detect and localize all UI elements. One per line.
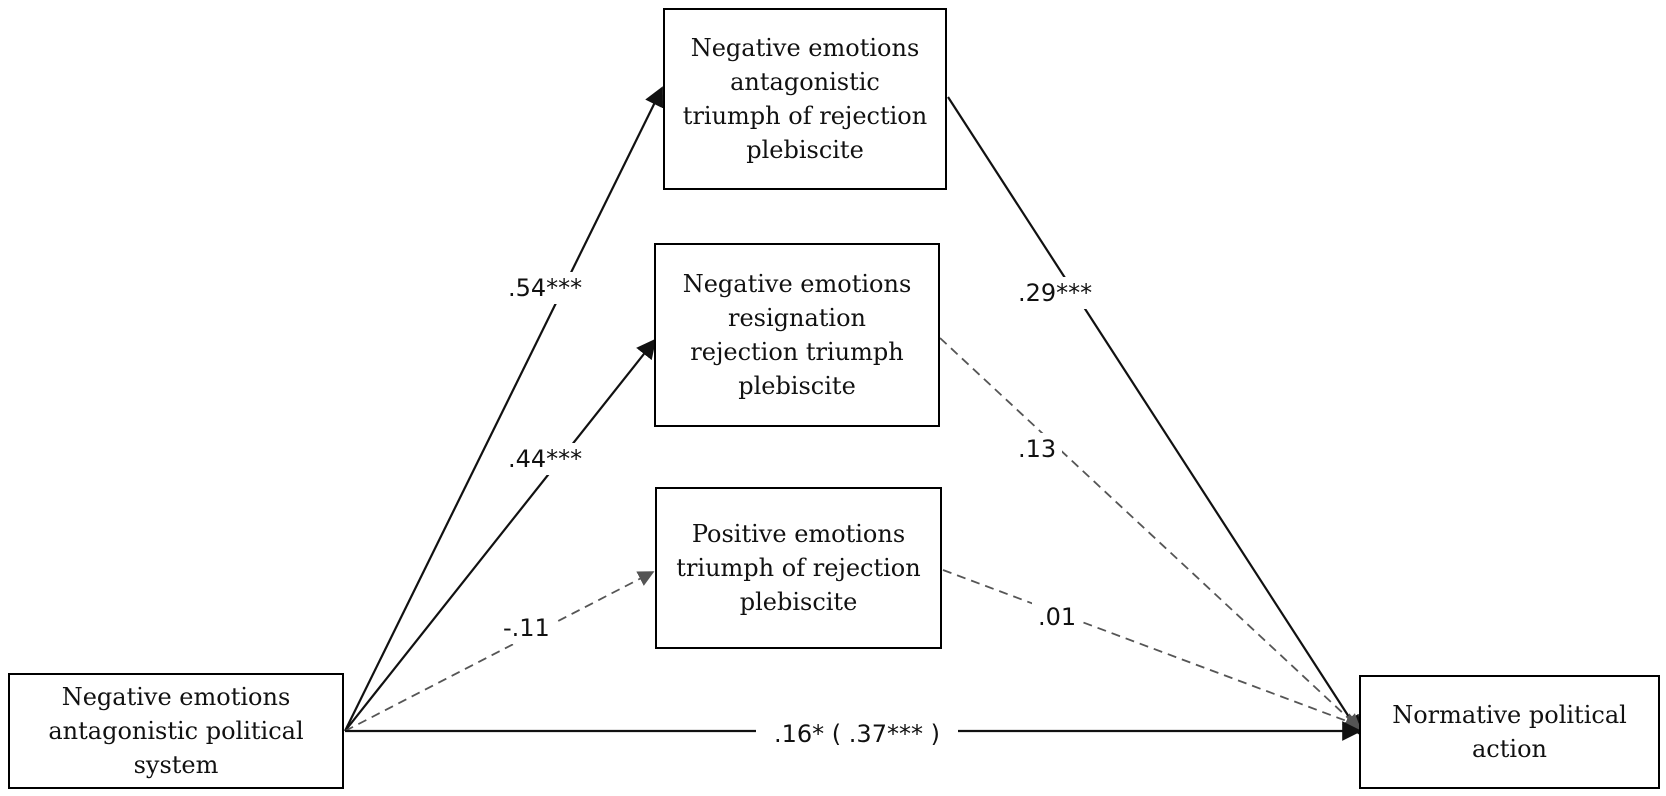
outcome-label: Normative political action — [1392, 701, 1627, 763]
path-b1-arrow — [947, 96, 1362, 736]
path-b3-coefficient: .01 — [1032, 601, 1083, 633]
mediator-1-box: Negative emotions antagonistic triumph o… — [663, 8, 947, 190]
mediator-2-box: Negative emotions resignation rejection … — [654, 243, 940, 427]
path-a1-arrow — [344, 86, 663, 732]
path-b1-coefficient: .29*** — [1012, 277, 1099, 309]
predictor-label: Negative emotions antagonistic political… — [48, 683, 304, 779]
path-b2-arrow — [939, 337, 1362, 731]
path-b2-coefficient: .13 — [1012, 433, 1063, 465]
path-b3-arrow — [942, 569, 1362, 729]
path-a1-coefficient: .54*** — [502, 272, 589, 304]
mediator-3-label: Positive emotions triumph of rejection p… — [676, 520, 921, 616]
path-a3-arrow — [344, 571, 655, 732]
mediator-3-box: Positive emotions triumph of rejection p… — [655, 487, 942, 649]
path-a2-coefficient: .44*** — [502, 443, 589, 475]
predictor-box: Negative emotions antagonistic political… — [8, 673, 344, 789]
mediator-1-label: Negative emotions antagonistic triumph o… — [682, 34, 928, 164]
path-c-coefficient: .16* ( .37*** ) — [756, 718, 958, 750]
outcome-box: Normative political action — [1359, 675, 1660, 789]
path-a2-arrow — [344, 338, 657, 732]
path-a3-coefficient: -.11 — [497, 612, 556, 644]
mediator-2-label: Negative emotions resignation rejection … — [682, 270, 912, 400]
